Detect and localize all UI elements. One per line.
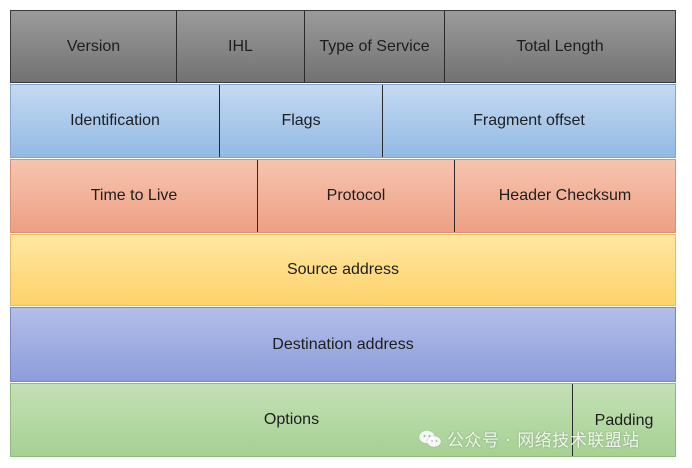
watermark-text: 公众号 · 网络技术联盟站 [447, 431, 640, 451]
field-destination-address: Destination address [272, 335, 414, 353]
header-row-1: Version IHL Type of Service Total Length [10, 10, 676, 83]
field-options: Options [263, 411, 320, 428]
header-row-5: Destination address [10, 307, 676, 382]
header-row-4: Source address [10, 234, 676, 306]
field-identification: Identification [70, 112, 160, 129]
field-source-address: Source address [286, 261, 400, 278]
field-ihl: IHL [176, 11, 304, 82]
field-fragment-offset: Fragment offset [382, 85, 675, 157]
field-header-checksum: Header Checksum [454, 160, 675, 232]
field-protocol: Protocol [257, 160, 454, 232]
field-padding: Padding [572, 384, 675, 456]
field-type-of-service: Type of Service [304, 11, 444, 82]
header-row-3: Time to Live Protocol Header Checksum [10, 159, 676, 233]
header-row-6: Options Padding [10, 383, 676, 457]
field-flags: Flags [219, 85, 382, 157]
wechat-icon [418, 429, 442, 447]
header-row-2: Identification Flags Fragment offset [10, 84, 676, 158]
field-time-to-live: Time to Live [90, 187, 178, 204]
field-total-length: Total Length [444, 11, 675, 82]
watermark: 公众号 · 网络技术联盟站 [418, 426, 640, 451]
field-version: Version [66, 37, 121, 55]
